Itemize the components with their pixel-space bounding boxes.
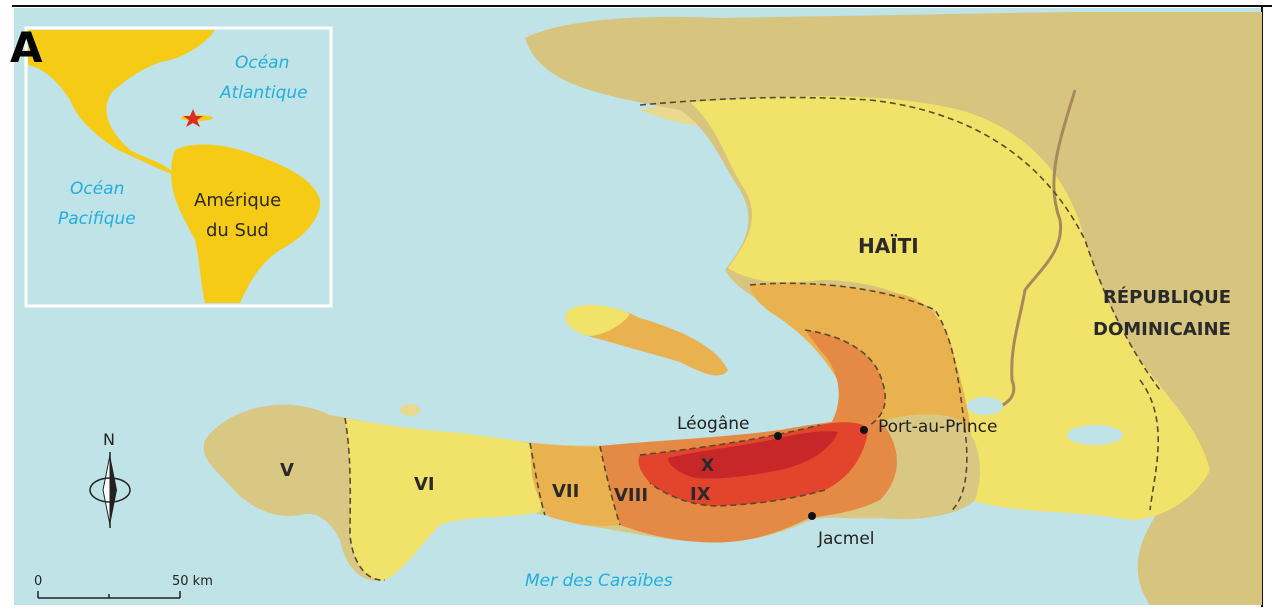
small-islet [400,404,420,416]
inset-atlantic-label-line2: Atlantique [219,83,308,103]
dominican-republic-label-line2: DOMINICAINE [1093,319,1231,340]
haiti-dominican-border [979,89,1077,412]
port-au-prince-label: Port-au-Prince [878,417,997,437]
inset-pacific-label-line1: Océan [70,179,124,199]
intensity-zone-vii-south [530,443,620,526]
inset-pacific-label-line2: Pacifique [58,209,136,229]
intensity-zone-vi-south [345,418,544,581]
intensity-label-viii: VIII [614,485,648,506]
compass-north-label: N [103,430,115,449]
intensity-label-v: V [280,460,294,481]
jacmel-dot [808,512,816,520]
leogane-dot [774,432,782,440]
haiti-location-star-icon [183,109,203,127]
isoline-boundaries [344,96,1161,581]
intensity-zone-viii-north [805,330,886,425]
compass-ring [89,477,131,503]
inset-map: Océan Atlantique Océan Pacifique Amériqu… [24,26,333,308]
inset-atlantic-label-line1: Océan [235,53,289,73]
intensity-label-vii: VII [552,481,579,502]
scale-start-label: 0 [34,574,42,589]
haiti-label: HAÏTI [858,234,919,258]
port-au-prince-dot [860,426,868,434]
compass-rose: N [89,430,131,528]
inset-north-america [28,30,215,175]
jacmel-label: Jacmel [817,529,875,549]
intensity-zone-vi-north [690,96,1210,520]
inset-south-america-label-line1: Amérique [194,190,281,211]
intensity-label-ix: IX [690,484,711,505]
panel-letter: A [10,23,43,72]
gonave-island-west [565,304,630,336]
dominican-republic-label-line1: RÉPUBLIQUE [1103,286,1231,308]
scale-end-label: 50 km [172,574,213,589]
inset-south-america-label-line2: du Sud [206,220,269,241]
caribbean-sea-label: Mer des Caraïbes [525,571,673,591]
leogane-label: Léogâne [677,414,749,434]
lake-azuei [967,397,1003,415]
intensity-zone-x [668,431,838,479]
inset-south-america [171,144,321,303]
intensity-label-vi: VI [414,474,435,495]
scale-bar: 0 50 km [34,574,213,599]
intensity-label-x: X [701,456,714,476]
compass-needle-dark [110,455,117,525]
lake-enriquillo [1067,425,1123,445]
compass-needle-light [102,454,111,526]
